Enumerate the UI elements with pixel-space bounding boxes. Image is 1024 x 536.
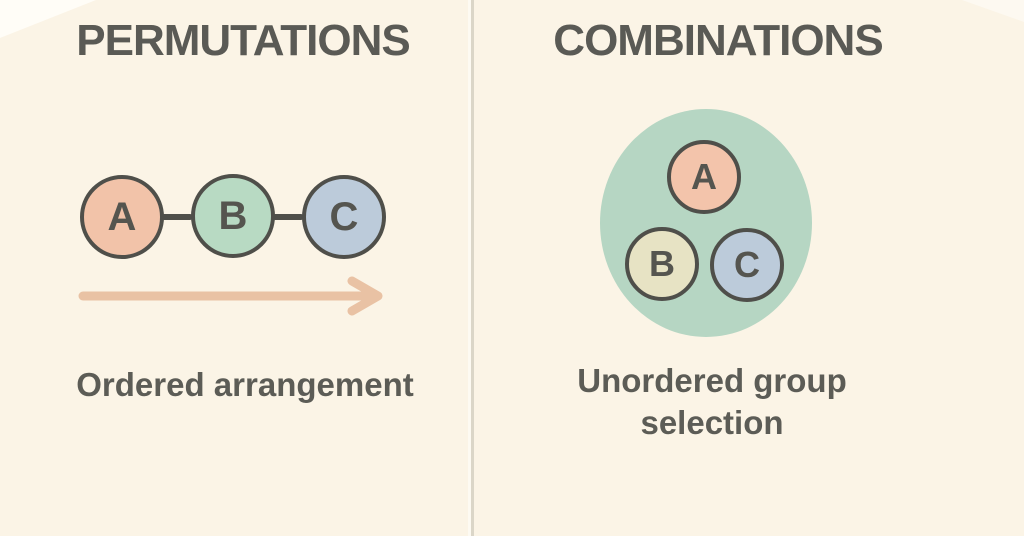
- node-connector: [161, 214, 193, 220]
- combination-node-c: C: [710, 228, 784, 302]
- panel-divider: [471, 0, 474, 536]
- node-label: A: [107, 194, 137, 239]
- permutation-node-a: A: [80, 175, 164, 259]
- node-label: B: [649, 243, 675, 284]
- arrow-right-icon: [78, 276, 383, 316]
- permutations-caption: Ordered arrangement: [76, 366, 414, 403]
- combination-node-b: B: [625, 227, 699, 301]
- combinations-title: COMBINATIONS: [553, 16, 883, 65]
- node-label: C: [734, 244, 760, 285]
- node-label: B: [218, 193, 248, 238]
- corner-highlight-top-right: [962, 0, 1024, 22]
- combination-node-a: A: [667, 140, 741, 214]
- permutations-title: PERMUTATIONS: [76, 16, 410, 65]
- node-label: C: [329, 194, 359, 239]
- node-label: A: [691, 156, 717, 197]
- combinations-caption-line2: selection: [640, 404, 784, 441]
- node-connector: [272, 214, 304, 220]
- combinations-caption-line1: Unordered group: [577, 362, 847, 399]
- permutation-node-c: C: [302, 175, 386, 259]
- permutation-node-b: B: [191, 174, 275, 258]
